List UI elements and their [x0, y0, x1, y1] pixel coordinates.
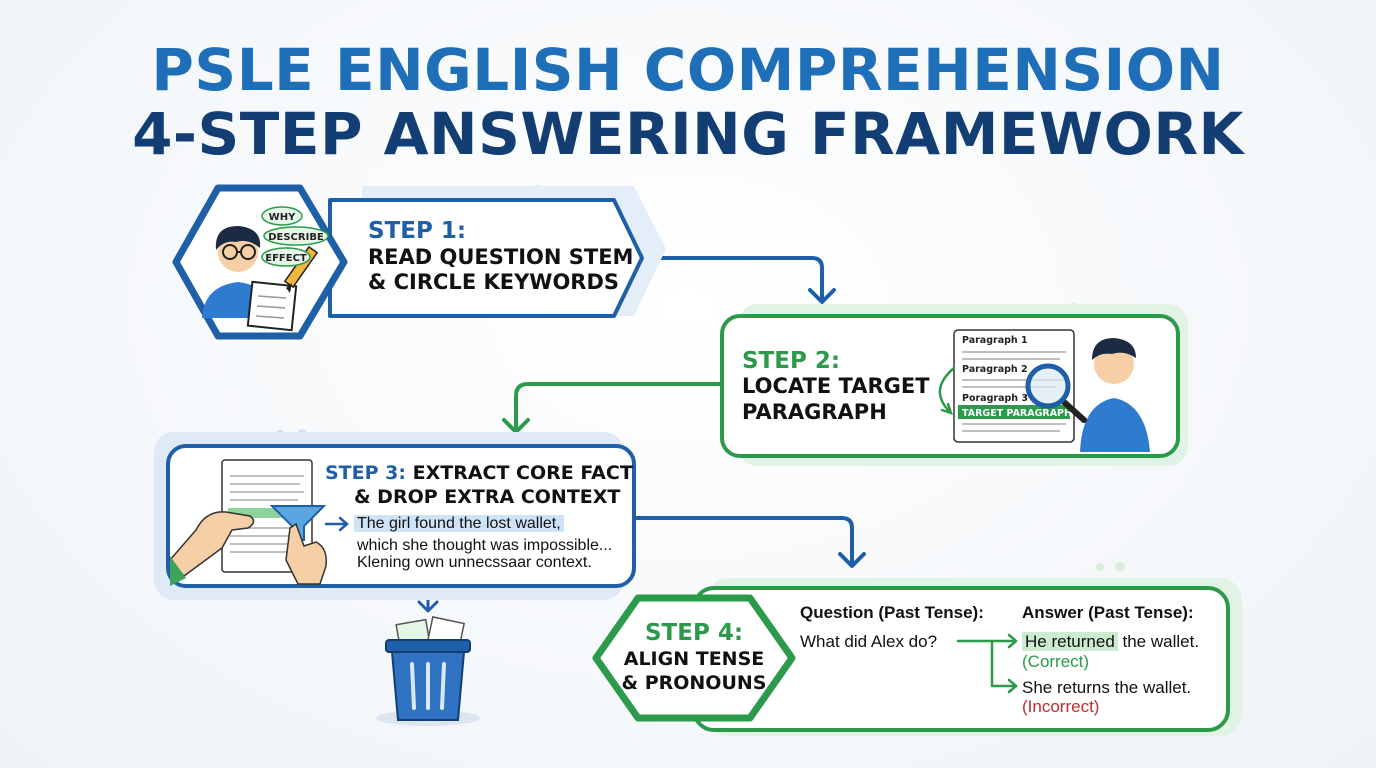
step4-label: STEP 4: — [644, 620, 744, 646]
pointing-hand-icon — [285, 522, 328, 585]
answer-incorrect-tag: (Incorrect) — [1022, 697, 1100, 716]
step2-title-line1: LOCATE TARGET — [742, 374, 930, 398]
step1-title-line1: READ QUESTION STEM — [368, 245, 634, 269]
main-title-line2: 4-STEP ANSWERING FRAMEWORK — [132, 100, 1244, 168]
paragraph-3-label: Poragraph 3 — [962, 393, 1028, 404]
curved-arrow-icon — [938, 366, 956, 415]
step4-title-line1: ALIGN TENSE — [623, 648, 765, 670]
step3-title-rest: EXTRACT CORE FACT — [412, 462, 633, 484]
keyword-describe: DESCRIBE — [268, 232, 324, 243]
hand-icon — [169, 511, 255, 586]
step3-text-line1: The girl found the lost wallet, — [354, 515, 564, 533]
connector-1-to-2 — [638, 256, 836, 304]
paragraph-1-label: Paragraph 1 — [962, 335, 1028, 346]
keyword-why: WHY — [269, 212, 296, 223]
step3-text-line2: which she thought was impossible... — [357, 537, 613, 554]
step3-text-line3: Klening own unnecssaar context. — [357, 554, 592, 571]
answer-header: Answer (Past Tense): — [1022, 603, 1194, 622]
step2-label: STEP 2: — [742, 348, 841, 374]
connector-2-to-3 — [502, 382, 724, 434]
document-paragraphs-icon: Paragraph 1 Paragraph 2 Poragraph 3 TARG… — [953, 329, 1075, 443]
step3-title-line1: STEP 3: EXTRACT CORE FACT — [325, 462, 633, 484]
step2-title-line2: PARAGRAPH — [742, 400, 887, 424]
target-paragraph-label: TARGET PARAGRAPH — [962, 408, 1072, 419]
main-title-line1: PSLE ENGLISH COMPREHENSION — [151, 36, 1225, 104]
answer-correct: He returned the wallet. — [1022, 632, 1199, 652]
step3-title-line2: & DROP EXTRA CONTEXT — [354, 486, 621, 508]
question-header: Question (Past Tense): — [800, 603, 984, 622]
step3-highlight: The girl found the lost wallet, — [354, 515, 564, 532]
step4-hexagon — [592, 594, 796, 722]
student-magnifier-icon — [1080, 338, 1150, 452]
magnifier-icon — [1025, 363, 1087, 423]
connector-3-to-4 — [634, 516, 866, 568]
answer-incorrect: She returns the wallet. — [1022, 678, 1192, 697]
step4-title-line2: & PRONOUNS — [621, 672, 767, 694]
step1-title-line2: & CIRCLE KEYWORDS — [368, 270, 620, 294]
answer-correct-rest: the wallet. — [1117, 632, 1200, 651]
student-reading-icon — [202, 226, 298, 332]
step1-card — [328, 186, 666, 318]
question-text: What did Alex do? — [800, 632, 938, 651]
step1-label: STEP 1: — [368, 218, 467, 244]
extract-arrow — [324, 516, 349, 532]
trash-bin-icon — [376, 616, 480, 726]
keyword-bubbles: WHY DESCRIBE EFFECT — [261, 206, 329, 267]
step3-label: STEP 3: — [325, 462, 406, 484]
branch-arrows — [956, 633, 1018, 694]
answer-correct-highlight: He returned — [1022, 632, 1118, 651]
paragraph-2-label: Paragraph 2 — [962, 364, 1028, 375]
keyword-effect: EFFECT — [265, 253, 307, 264]
step4-card — [692, 578, 1242, 736]
answer-correct-tag: (Correct) — [1022, 652, 1090, 671]
